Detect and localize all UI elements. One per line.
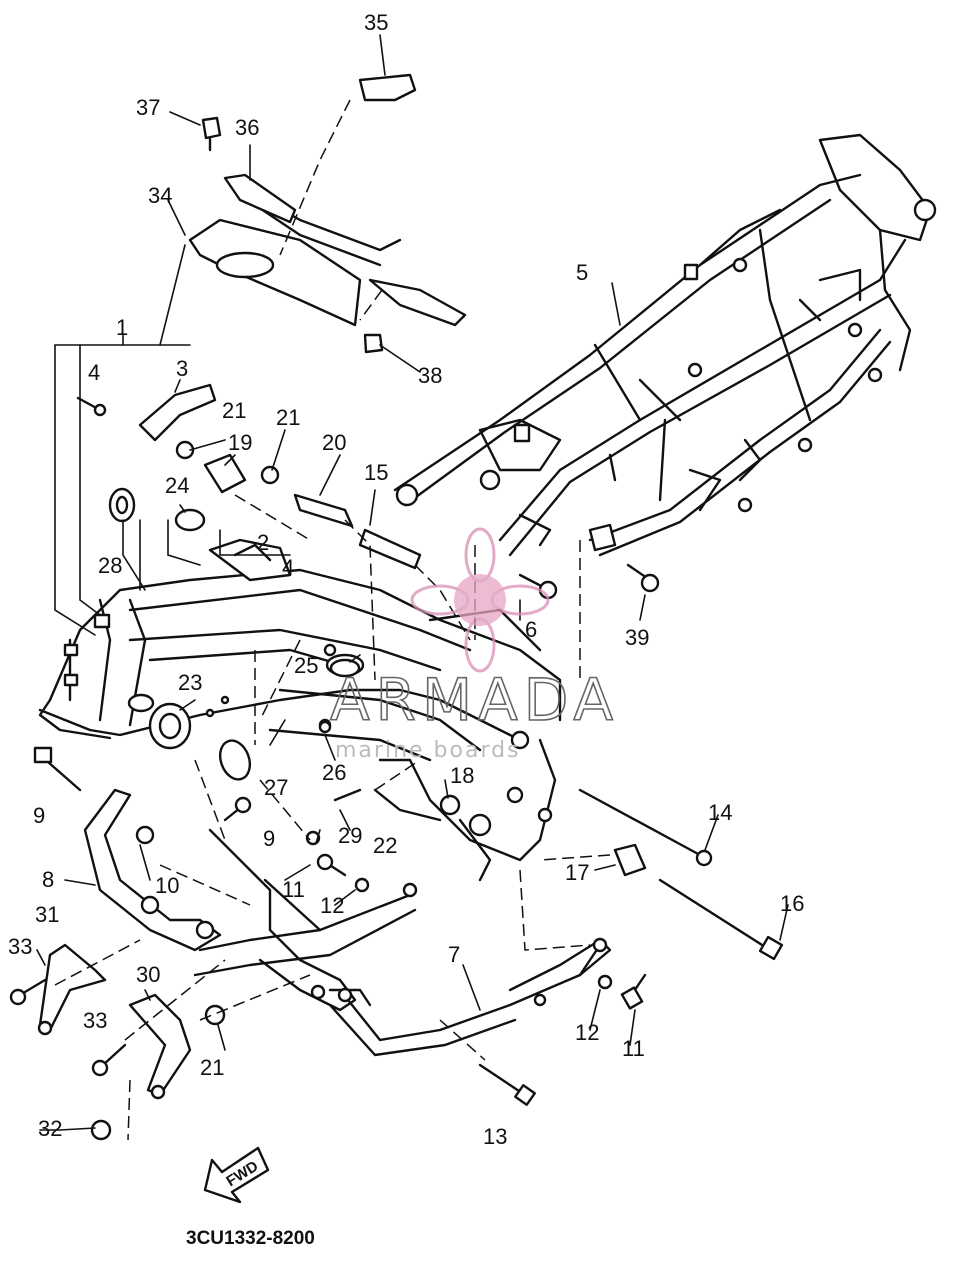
callout-19: 19 bbox=[228, 430, 252, 455]
callout-25: 25 bbox=[294, 653, 318, 678]
callout-14: 14 bbox=[708, 800, 732, 825]
callout-24: 24 bbox=[165, 473, 189, 498]
watermark-brand: ARMADA bbox=[330, 666, 619, 734]
callout-11: 11 bbox=[282, 877, 305, 902]
part-code: 3CU1332-8200 bbox=[186, 1228, 315, 1249]
callout-31: 31 bbox=[35, 902, 59, 927]
callout-7: 7 bbox=[448, 942, 460, 967]
callout-3: 3 bbox=[176, 356, 188, 381]
callout-12: 12 bbox=[320, 893, 344, 918]
callout-16: 16 bbox=[780, 891, 804, 916]
callout-39: 39 bbox=[625, 625, 649, 650]
callout-1: 1 bbox=[116, 315, 128, 340]
callout-35: 35 bbox=[364, 10, 388, 35]
leader-lines bbox=[36, 34, 789, 1141]
callout-22: 22 bbox=[373, 833, 397, 858]
callout-28: 28 bbox=[98, 553, 122, 578]
callouts: 1 2 3 4 4 5 6 7 8 9 9 10 11 11 12 12 13 … bbox=[8, 10, 804, 1149]
callout-18: 18 bbox=[450, 763, 474, 788]
callout-10: 10 bbox=[155, 873, 179, 898]
callout-23: 23 bbox=[178, 670, 202, 695]
callout-26: 26 bbox=[322, 760, 346, 785]
forward-arrow: FWD bbox=[203, 1146, 270, 1204]
callout-29: 29 bbox=[338, 823, 362, 848]
callout-5: 5 bbox=[576, 260, 588, 285]
top-cover-parts-drawing bbox=[188, 73, 467, 354]
rear-subframe-drawing bbox=[393, 133, 937, 557]
callout-38: 38 bbox=[418, 363, 442, 388]
callout-15: 15 bbox=[364, 460, 388, 485]
main-frame-drawing bbox=[38, 538, 562, 882]
callout-27: 27 bbox=[264, 775, 288, 800]
callout-13: 13 bbox=[483, 1124, 507, 1149]
callout-17: 17 bbox=[565, 860, 589, 885]
callout-11b: 11 bbox=[622, 1036, 645, 1061]
callout-34: 34 bbox=[148, 183, 172, 208]
callout-9: 9 bbox=[33, 803, 45, 828]
callout-9b: 9 bbox=[263, 826, 275, 851]
callout-4: 4 bbox=[88, 360, 100, 385]
callout-32: 32 bbox=[38, 1116, 62, 1141]
watermark: ARMADA marine boards bbox=[329, 527, 619, 763]
callout-8: 8 bbox=[42, 867, 54, 892]
callout-21c: 21 bbox=[200, 1055, 224, 1080]
callout-21: 21 bbox=[222, 398, 246, 423]
callout-12b: 12 bbox=[575, 1020, 599, 1045]
callout-2: 2 bbox=[257, 530, 269, 555]
lower-brackets-drawing bbox=[37, 788, 612, 1100]
callout-37: 37 bbox=[136, 95, 160, 120]
callout-6: 6 bbox=[525, 617, 537, 642]
watermark-logo bbox=[410, 527, 550, 673]
callout-20: 20 bbox=[322, 430, 346, 455]
callout-33: 33 bbox=[8, 934, 32, 959]
watermark-tagline: marine boards bbox=[335, 738, 521, 763]
callout-4b: 4 bbox=[282, 555, 294, 580]
callout-33b: 33 bbox=[83, 1008, 107, 1033]
callout-30: 30 bbox=[136, 962, 160, 987]
callout-36: 36 bbox=[235, 115, 259, 140]
callout-21b: 21 bbox=[276, 405, 300, 430]
hardware-drawing bbox=[9, 383, 784, 1141]
